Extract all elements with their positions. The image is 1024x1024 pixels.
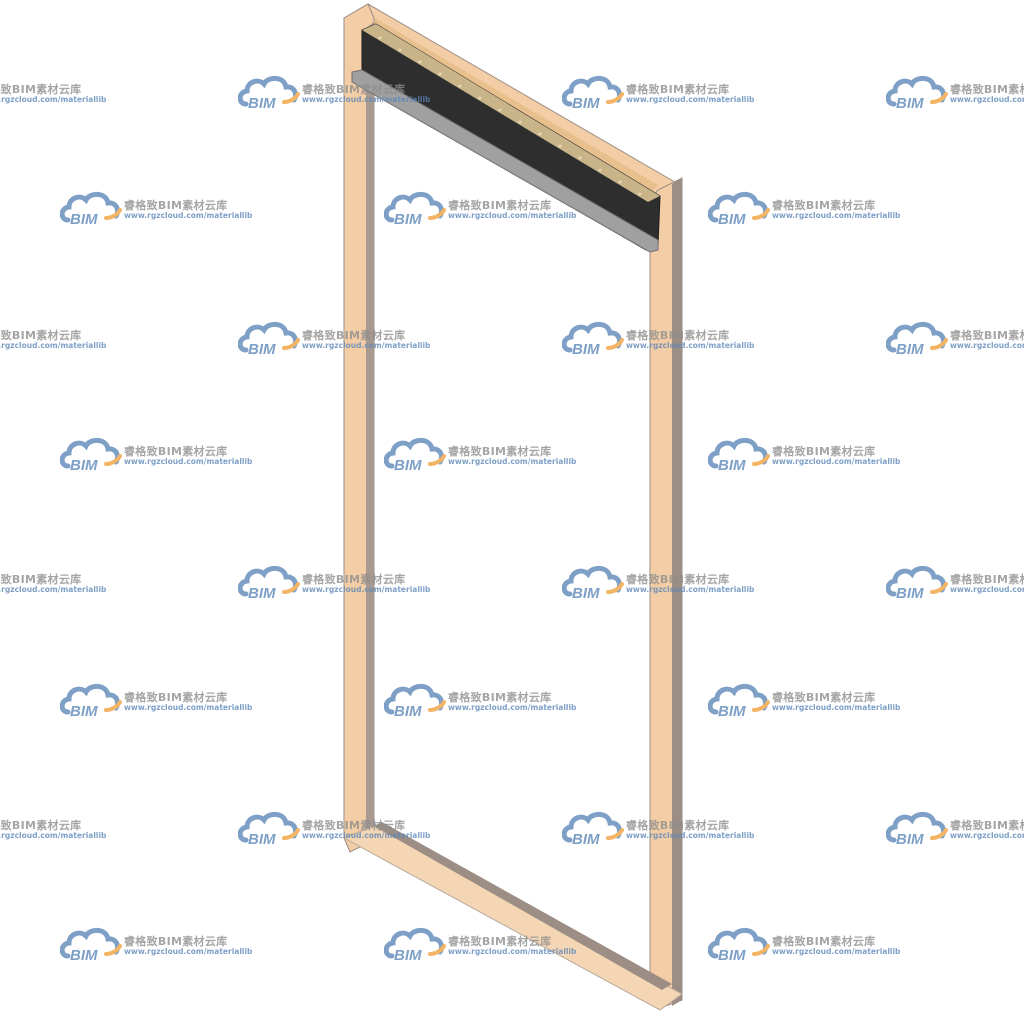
frame-bottom-rail — [342, 825, 683, 1011]
frame-right-jamb-edge — [672, 178, 682, 1006]
header-bottom-rail — [351, 69, 659, 253]
frame-left-jamb-inner — [366, 22, 374, 840]
header-panel-top — [362, 24, 660, 202]
header-rivets — [378, 36, 642, 196]
frame-bottom-rail-inner — [374, 822, 672, 990]
